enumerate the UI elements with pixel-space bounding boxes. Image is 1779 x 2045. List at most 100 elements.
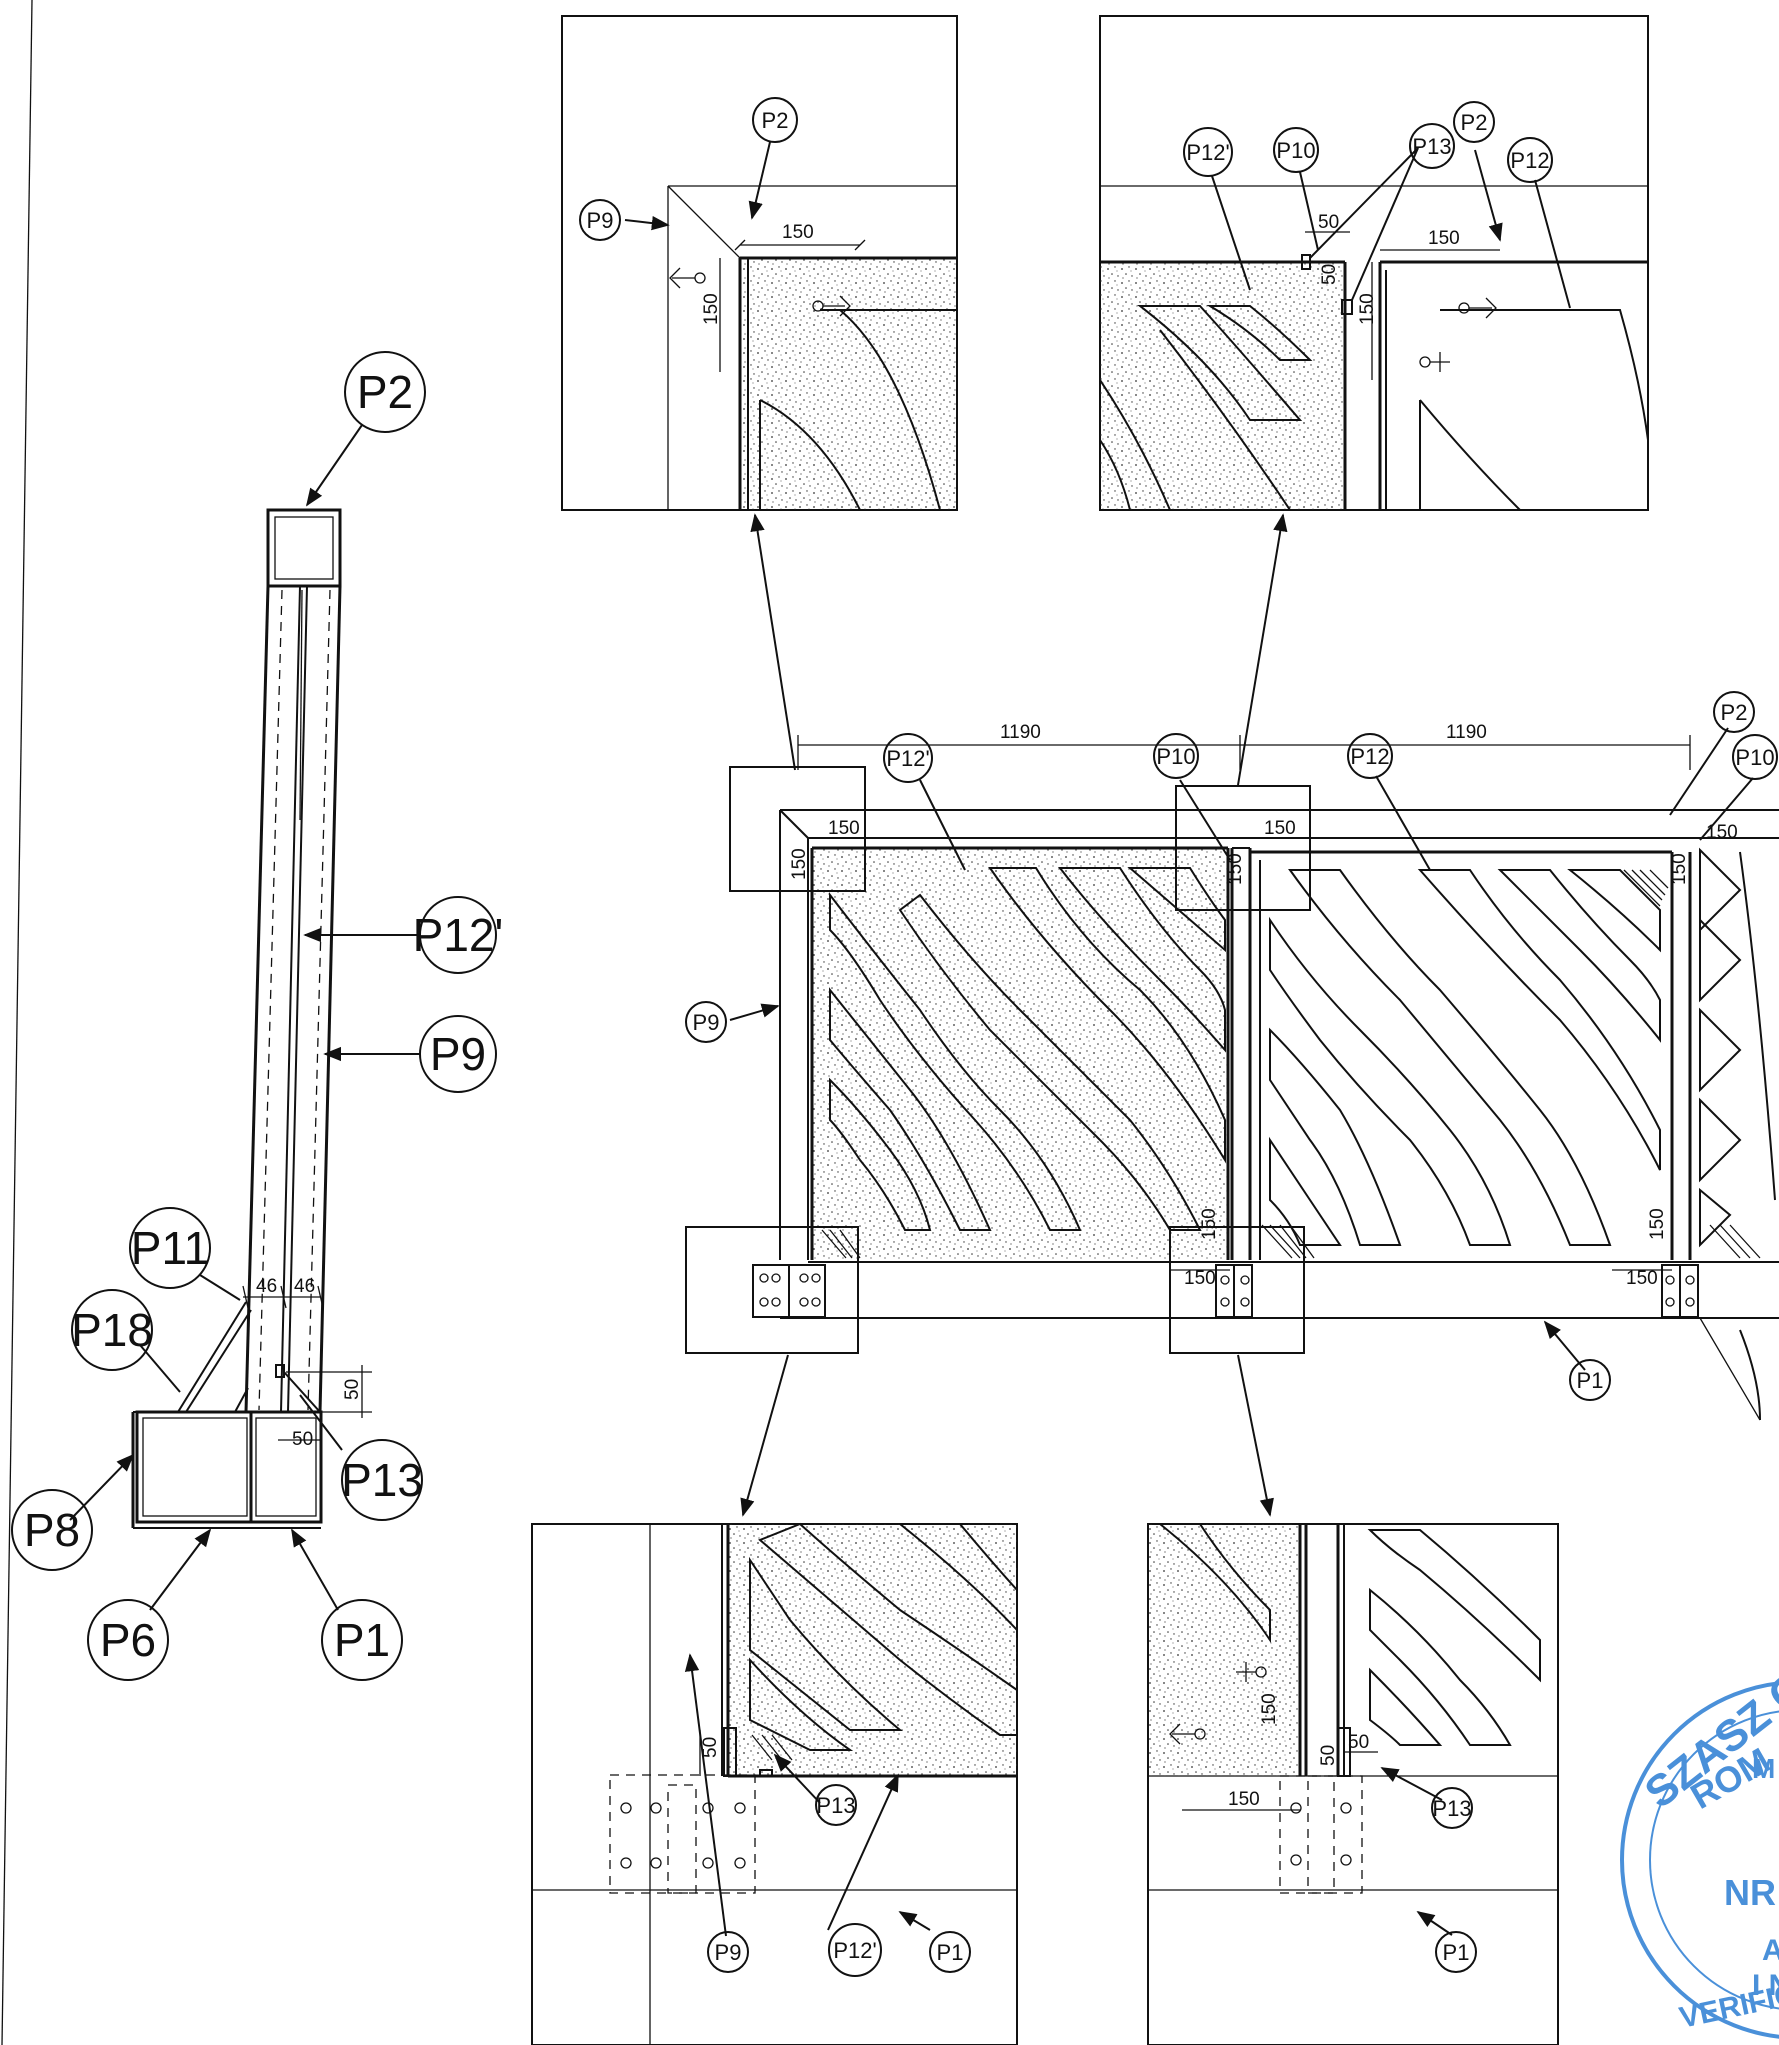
dim-50-side-h: 50 [292,1429,313,1450]
dim-50-tr-h: 50 [1318,212,1339,233]
callout-p2-main: P2 [1713,691,1755,733]
callout-p13-br: P13 [1431,1787,1473,1829]
detail-arrow-tl [750,513,796,771]
sheet-border [1,0,33,2045]
svg-text:P2: P2 [1721,700,1748,725]
detail-top-right: 150 150 50 50 P12' P10 P13 P2 P12 [1099,15,1649,511]
callout-p10-tr: P10 [1273,127,1319,173]
svg-text:P11: P11 [131,1222,209,1274]
callout-p9-side: P9 [419,1015,497,1093]
svg-text:I N: I N [1752,1969,1779,2002]
svg-text:P13: P13 [816,1793,855,1818]
svg-text:P1: P1 [937,1940,964,1965]
dim-1190-right: 1190 [1446,722,1487,743]
svg-text:P10: P10 [1735,745,1774,770]
callout-p18: P18 [71,1289,153,1371]
callout-p1-side: P1 [321,1599,403,1681]
svg-text:P12': P12' [413,909,504,961]
side-section-view: 46 46 50 50 P2 P12' P9 [11,351,504,1681]
svg-text:P9: P9 [587,208,614,233]
dim-150-tl-h: 150 [782,222,814,243]
svg-text:P1: P1 [334,1614,390,1666]
svg-text:P9: P9 [693,1010,720,1035]
dim-50-br-v: 50 [1318,1745,1339,1766]
callout-p9-bl: P9 [707,1931,749,1973]
dim-1190-left: 1190 [1000,722,1041,743]
dim-150-tl-v: 150 [701,293,722,325]
dim-50-side-v: 50 [342,1379,363,1400]
callout-p13-side: P13 [341,1439,423,1521]
dim-150-main-v-a: 150 [789,848,810,880]
callout-p10-main-right: P10 [1732,734,1778,780]
svg-text:P12: P12 [1510,148,1549,173]
callout-p11: P11 [129,1207,211,1289]
dim-150-tr-h: 150 [1428,228,1460,249]
detail-arrow-bl [740,1354,789,1517]
detail-box-tr [1175,785,1311,911]
svg-text:P12': P12' [886,746,929,771]
verification-stamp: SZASZ C ROM M NR A I N VERIFIC [1620,1663,1779,2039]
callout-p12prime-main: P12' [883,733,933,783]
dim-150-main-a: 150 [828,818,860,839]
dim-150-main-b: 150 [1264,818,1296,839]
callout-p12prime-tr: P12' [1183,127,1233,177]
dim-50-br-h: 50 [1348,1732,1369,1753]
svg-text:NR: NR [1724,1872,1776,1913]
callout-p13-bl: P13 [815,1784,857,1826]
dim-46-a: 46 [256,1276,277,1297]
base-plate-right [1661,1264,1699,1318]
base-plate-mid [1215,1264,1253,1318]
svg-text:P13: P13 [1412,134,1451,159]
callout-p12prime-side: P12' [413,896,504,974]
svg-text:P1: P1 [1577,1368,1604,1393]
svg-text:P2: P2 [762,108,789,133]
svg-text:P13: P13 [341,1454,423,1506]
callout-p9-tl: P9 [579,199,621,241]
dim-46-b: 46 [294,1276,315,1297]
callout-p13-tr: P13 [1409,123,1455,169]
callout-p2-tl: P2 [752,97,798,143]
main-elevation: 1190 1190 150 150 150 150 150 150 150 15… [685,691,1779,1421]
callout-p12prime-bl: P12' [828,1923,882,1977]
callout-p2-tr: P2 [1453,101,1495,143]
svg-text:P10: P10 [1156,744,1195,769]
dim-150-br-v: 150 [1259,1693,1280,1725]
dim-50-tr-v: 50 [1319,264,1340,285]
callout-p6: P6 [87,1599,169,1681]
dim-150-main-c: 150 [1706,822,1738,843]
callout-p10-main: P10 [1153,733,1199,779]
dim-150-main-d: 150 [1184,1268,1216,1289]
callout-p8: P8 [11,1489,93,1571]
svg-text:P12': P12' [1186,140,1229,165]
detail-box-bl [685,1226,859,1354]
dim-150-main-v-e: 150 [1647,1208,1668,1240]
svg-text:P12': P12' [833,1938,876,1963]
dim-150-main-e: 150 [1626,1268,1658,1289]
svg-text:P10: P10 [1276,138,1315,163]
dim-150-main-v-d: 150 [1199,1208,1220,1240]
dim-50-bl: 50 [700,1737,721,1758]
svg-text:P9: P9 [715,1940,742,1965]
detail-bottom-left: 50 P13 P9 P12' P1 [531,1522,1018,2045]
svg-text:P13: P13 [1432,1796,1471,1821]
dim-150-main-v-c: 150 [1669,853,1690,885]
detail-box-br [1169,1226,1305,1354]
base-plate-left [752,1264,826,1318]
svg-text:P12: P12 [1350,744,1389,769]
callout-p12-main: P12 [1347,733,1393,779]
svg-text:P2: P2 [357,366,413,418]
detail-top-left: 150 150 P2 P9 [561,15,958,511]
svg-text:P18: P18 [71,1304,153,1356]
dim-150-main-v-b: 150 [1225,853,1246,885]
callout-p1-main: P1 [1569,1359,1611,1401]
callout-p1-br: P1 [1435,1931,1477,1973]
callout-p2-side: P2 [344,351,426,433]
dim-150-tr-v: 150 [1357,293,1378,325]
svg-text:VERIFIC: VERIFIC [1677,1978,1779,2035]
dim-150-br-h: 150 [1228,1789,1260,1810]
detail-arrow-tr [1237,513,1288,786]
detail-bottom-right: 150 150 50 50 P13 P1 [1147,1523,1559,2045]
detail-arrow-br [1237,1354,1274,1517]
svg-text:M: M [1752,1753,1775,1784]
